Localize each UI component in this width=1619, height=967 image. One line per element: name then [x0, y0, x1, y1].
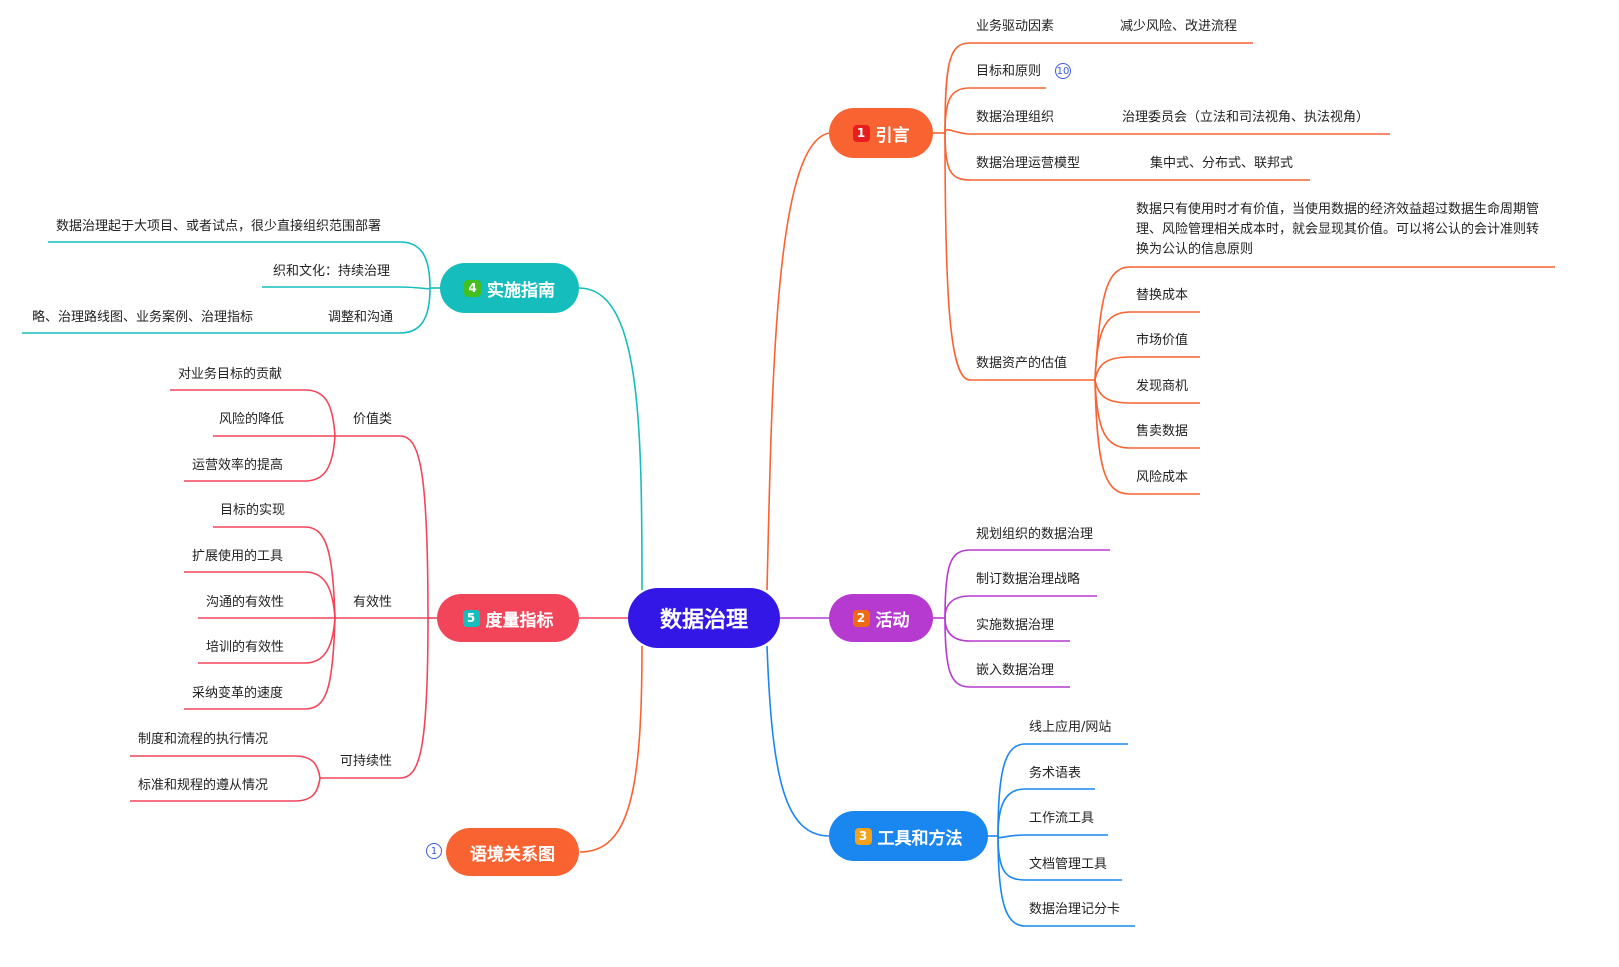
valuation-item[interactable]: 风险成本	[1136, 470, 1189, 485]
priority-5-icon: 5	[462, 609, 480, 627]
valuation-item[interactable]: 市场价值	[1136, 333, 1189, 348]
priority-2-icon: 2	[852, 609, 870, 627]
activity-item[interactable]: 规划组织的数据治理	[976, 527, 1094, 542]
root-node[interactable]: 数据治理	[628, 588, 780, 648]
metric-item[interactable]: 标准和规程的遵从情况	[138, 778, 269, 793]
tool-item[interactable]: 数据治理记分卡	[1029, 902, 1121, 917]
guide-start[interactable]: 数据治理起于大项目、或者试点，很少直接组织范围部署	[56, 219, 382, 234]
guide-culture[interactable]: 织和文化：持续治理	[273, 264, 391, 279]
intro-org[interactable]: 数据治理组织	[976, 110, 1055, 125]
branch-tools-label: 工具和方法	[877, 828, 963, 849]
priority-1-icon: 1	[852, 124, 870, 142]
activity-item[interactable]: 嵌入数据治理	[976, 663, 1055, 678]
priority-4-icon: 4	[464, 279, 481, 297]
valuation-note[interactable]: 数据只有使用时才有价值，当使用数据的经济效益超过数据生命周期管理、风险管理相关成…	[1136, 202, 1540, 257]
intro-valuation[interactable]: 数据资产的估值	[976, 356, 1068, 371]
metric-item[interactable]: 扩展使用的工具	[192, 549, 284, 564]
metric-item[interactable]: 沟通的有效性	[206, 595, 285, 610]
intro-drivers-detail[interactable]: 减少风险、改进流程	[1120, 19, 1238, 34]
edge-root-tools	[766, 645, 831, 837]
branch-activities-label: 活动	[875, 610, 910, 631]
branch-intro-label: 引言	[875, 125, 910, 146]
tool-item[interactable]: 务术语表	[1029, 766, 1082, 781]
branch-activities-node[interactable]: 2 活动	[829, 594, 933, 642]
branch-context-label: 语境关系图	[470, 844, 555, 865]
edge-root-context	[579, 645, 643, 853]
branch-guide-label: 实施指南	[487, 280, 555, 301]
metric-item[interactable]: 采纳变革的速度	[192, 686, 284, 701]
goals-count-badge[interactable]: 10	[1055, 63, 1071, 79]
intro-drivers[interactable]: 业务驱动因素	[976, 19, 1055, 34]
edge-root-guide	[578, 287, 643, 591]
branch-intro-node[interactable]: 1 引言	[829, 108, 933, 158]
metric-item[interactable]: 风险的降低	[219, 412, 285, 427]
branch-guide-node[interactable]: 4 实施指南	[440, 263, 579, 313]
intro-org-detail[interactable]: 治理委员会（立法和司法视角、执法视角）	[1122, 110, 1370, 125]
metric-item[interactable]: 培训的有效性	[206, 640, 285, 655]
intro-ops[interactable]: 数据治理运营模型	[976, 156, 1081, 171]
valuation-item[interactable]: 替换成本	[1136, 288, 1189, 303]
tool-item[interactable]: 线上应用/网站	[1029, 720, 1112, 735]
guide-align-detail[interactable]: 略、治理路线图、业务案例、治理指标	[32, 310, 254, 325]
metric-item[interactable]: 目标的实现	[220, 503, 286, 518]
priority-3-icon: 3	[854, 827, 872, 845]
intro-ops-detail[interactable]: 集中式、分布式、联邦式	[1150, 156, 1294, 171]
edge-root-intro	[766, 132, 831, 591]
root-label: 数据治理	[659, 608, 748, 633]
metrics-group-sustainability[interactable]: 可持续性	[340, 754, 393, 769]
valuation-item[interactable]: 售卖数据	[1136, 424, 1189, 439]
branch-metrics-node[interactable]: 5 度量指标	[437, 594, 579, 642]
tool-item[interactable]: 文档管理工具	[1029, 857, 1108, 872]
metric-item[interactable]: 对业务目标的贡献	[178, 367, 283, 382]
activity-item[interactable]: 实施数据治理	[976, 618, 1055, 633]
metric-item[interactable]: 制度和流程的执行情况	[138, 732, 269, 747]
activity-item[interactable]: 制订数据治理战略	[976, 572, 1081, 587]
tool-item[interactable]: 工作流工具	[1029, 811, 1095, 826]
branch-context-node[interactable]: 语境关系图	[446, 828, 579, 876]
context-count-badge[interactable]: 1	[426, 843, 442, 859]
intro-goals[interactable]: 目标和原则	[976, 64, 1042, 79]
metrics-group-value[interactable]: 价值类	[353, 412, 393, 427]
metric-item[interactable]: 运营效率的提高	[192, 458, 284, 473]
branch-metrics-label: 度量指标	[485, 610, 554, 631]
branch-tools-node[interactable]: 3 工具和方法	[829, 811, 988, 861]
valuation-item[interactable]: 发现商机	[1136, 379, 1189, 394]
metrics-group-effectiveness[interactable]: 有效性	[353, 595, 393, 610]
guide-align[interactable]: 调整和沟通	[328, 310, 394, 325]
